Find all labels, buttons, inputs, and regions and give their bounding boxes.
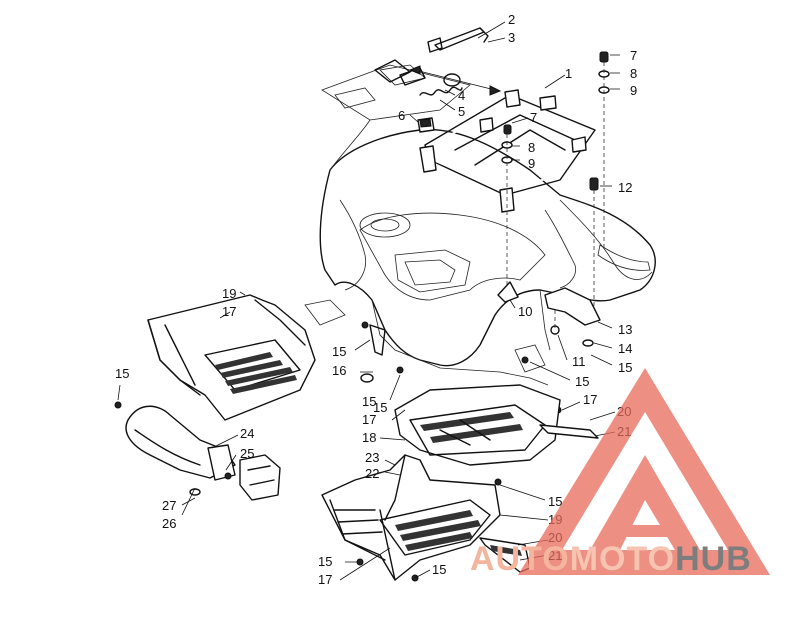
callout-22: 22 xyxy=(365,466,379,481)
left-mud-guard xyxy=(125,405,281,501)
automotohub-wordmark: AUTOMOTOHUB xyxy=(470,540,752,579)
callout-8-mid: 8 xyxy=(528,140,535,155)
callout-16: 16 xyxy=(332,363,346,378)
callout-17-bottom: 17 xyxy=(318,572,332,587)
callout-15-i: 15 xyxy=(373,400,387,415)
rear-rack xyxy=(419,89,596,213)
callout-25: 25 xyxy=(240,446,254,461)
callout-12: 12 xyxy=(618,180,632,195)
callout-23: 23 xyxy=(365,450,379,465)
callout-15-h: 15 xyxy=(432,562,446,577)
callout-18: 18 xyxy=(362,430,376,445)
brackets xyxy=(497,281,601,347)
callout-17-mid: 17 xyxy=(362,412,376,427)
rack-hardware xyxy=(501,51,610,320)
leader-lines xyxy=(117,21,620,581)
callout-17-right: 17 xyxy=(583,392,597,407)
callout-5: 5 xyxy=(458,104,465,119)
foot-peg-rails xyxy=(479,424,599,573)
right-footwell xyxy=(321,454,501,581)
callout-15-c: 15 xyxy=(332,344,346,359)
callout-3: 3 xyxy=(508,30,515,45)
callout-15-b: 15 xyxy=(575,374,589,389)
callout-6: 6 xyxy=(398,108,405,123)
callout-17-top: 17 xyxy=(222,304,236,319)
seat-latch-parts xyxy=(374,27,502,133)
callout-9-mid: 9 xyxy=(528,156,535,171)
wordmark-auto: AUTO xyxy=(470,540,570,578)
callout-15-a: 15 xyxy=(618,360,632,375)
callout-19-top: 19 xyxy=(222,286,236,301)
callout-26: 26 xyxy=(162,516,176,531)
callout-10: 10 xyxy=(518,304,532,319)
callout-15-g: 15 xyxy=(318,554,332,569)
callout-13: 13 xyxy=(618,322,632,337)
callout-1: 1 xyxy=(565,66,572,81)
callout-24: 24 xyxy=(240,426,254,441)
callout-15-f: 15 xyxy=(548,494,562,509)
callout-4: 4 xyxy=(458,88,465,103)
callout-15-d: 15 xyxy=(115,366,129,381)
callout-15-e: 15 xyxy=(362,394,376,409)
callout-7-top: 7 xyxy=(630,48,637,63)
callout-7-mid: 7 xyxy=(530,110,537,125)
wordmark-hub: HUB xyxy=(675,540,752,578)
callout-14: 14 xyxy=(618,341,632,356)
callout-27: 27 xyxy=(162,498,176,513)
callout-11: 11 xyxy=(572,354,586,369)
center-footwell xyxy=(394,384,561,466)
left-footwell xyxy=(147,294,316,421)
callout-9-top: 9 xyxy=(630,83,637,98)
callout-2: 2 xyxy=(508,12,515,27)
callout-8-top: 8 xyxy=(630,66,637,81)
wordmark-moto: MOTO xyxy=(569,540,676,578)
automotohub-logo xyxy=(518,368,770,575)
